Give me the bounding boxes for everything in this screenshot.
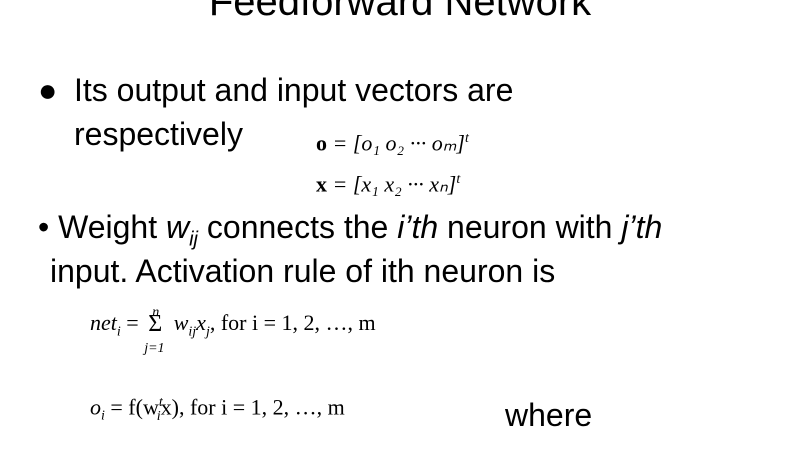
output-transpose-mark: t	[464, 131, 469, 146]
weight-subscript: ij	[189, 228, 198, 251]
weight-symbol: w	[166, 209, 190, 245]
net-input-term: x	[196, 310, 206, 335]
bullet1-line2: respectively	[74, 116, 243, 152]
net-weight-term: w	[173, 310, 189, 335]
oi-lhs: o	[90, 394, 101, 420]
oi-transpose-mark: t	[158, 395, 163, 410]
slide-title: Feedforward Network	[208, 0, 592, 24]
where-label: where	[505, 397, 593, 433]
net-input-subscript: j	[205, 324, 210, 340]
input-vector-equation: x = [x₁ x₂ ··· xₙ]t	[316, 167, 460, 197]
output-vector-elements: = [o₁ o₂ ··· oₘ]	[332, 130, 465, 156]
oi-weight-subscript: i	[156, 408, 161, 424]
net-range: , for i = 1, 2, …, m	[209, 310, 376, 335]
net-equation: neti = n Σ j=1 wijxj, for i = 1, 2, …, m	[90, 305, 376, 356]
oi-lhs-subscript: i	[101, 408, 105, 424]
bullet-marker-2: •	[38, 209, 50, 245]
bullet1-line1: Its output and input vectors are	[74, 72, 514, 108]
net-lhs: net	[90, 310, 117, 335]
input-vector-elements: = [x₁ x₂ ··· xₙ]	[332, 171, 457, 197]
jth-term: j’th	[621, 209, 663, 245]
input-transpose-mark: t	[456, 172, 461, 187]
bullet2-mid2: neuron with	[438, 209, 622, 245]
summation-icon: n Σ j=1	[144, 305, 168, 356]
bullet2-mid: connects the	[198, 209, 398, 245]
output-activation-equation: oi = f(wtix), for i = 1, 2, …, m	[90, 390, 345, 430]
output-vector-symbol: o	[316, 130, 327, 156]
oi-function: = f(w	[104, 394, 159, 420]
input-vector-symbol: x	[316, 171, 327, 197]
sum-upper-limit: n	[152, 304, 160, 320]
oi-range: x), for i = 1, 2, …, m	[160, 394, 345, 420]
bullet2-pre: Weight	[58, 209, 166, 245]
output-vector-equation: o = [o₁ o₂ ··· oₘ]t	[316, 126, 469, 156]
bullet2-line2: input. Activation rule of ith neuron is	[50, 253, 556, 289]
bullet-marker-1: ●	[38, 72, 58, 108]
net-equals: =	[120, 310, 145, 335]
sum-lower-limit: j=1	[144, 340, 165, 356]
bullet2-line1: • Weight wij connects the i’th neuron wi…	[38, 209, 662, 257]
net-lhs-subscript: i	[116, 324, 121, 340]
net-weight-subscript: ij	[188, 324, 197, 340]
ith-term: i’th	[397, 209, 439, 245]
